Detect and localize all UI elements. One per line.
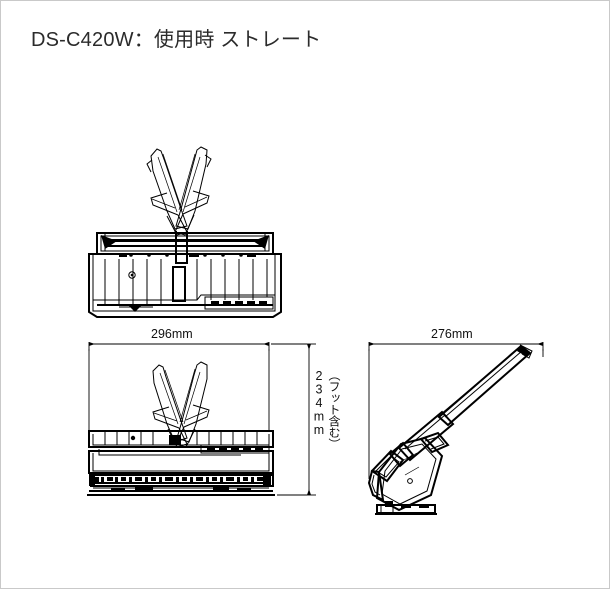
top-view-output-guide-right xyxy=(174,146,212,236)
dimension-label-height-group: 234mm （フット含む） xyxy=(312,369,341,479)
dimension-label-height-note: （フット含む） xyxy=(327,369,341,450)
top-view-output-guide-left xyxy=(146,148,188,236)
front-view-scanner xyxy=(87,361,275,496)
dimension-width-296 xyxy=(88,342,270,441)
dimension-height-234 xyxy=(271,343,316,496)
dimension-label-width-296: 296mm xyxy=(151,327,193,341)
dimension-label-depth-276: 276mm xyxy=(431,327,473,341)
top-view-scanner xyxy=(88,146,282,318)
front-view-output-guide-left xyxy=(152,364,188,448)
dimension-depth-276 xyxy=(368,342,544,479)
front-view-output-guide-right xyxy=(175,361,210,448)
page-title: DS-C420W：使用時 ストレート xyxy=(31,29,322,51)
dimension-label-height-234: 234mm xyxy=(312,369,326,437)
side-view-scanner xyxy=(367,344,533,515)
